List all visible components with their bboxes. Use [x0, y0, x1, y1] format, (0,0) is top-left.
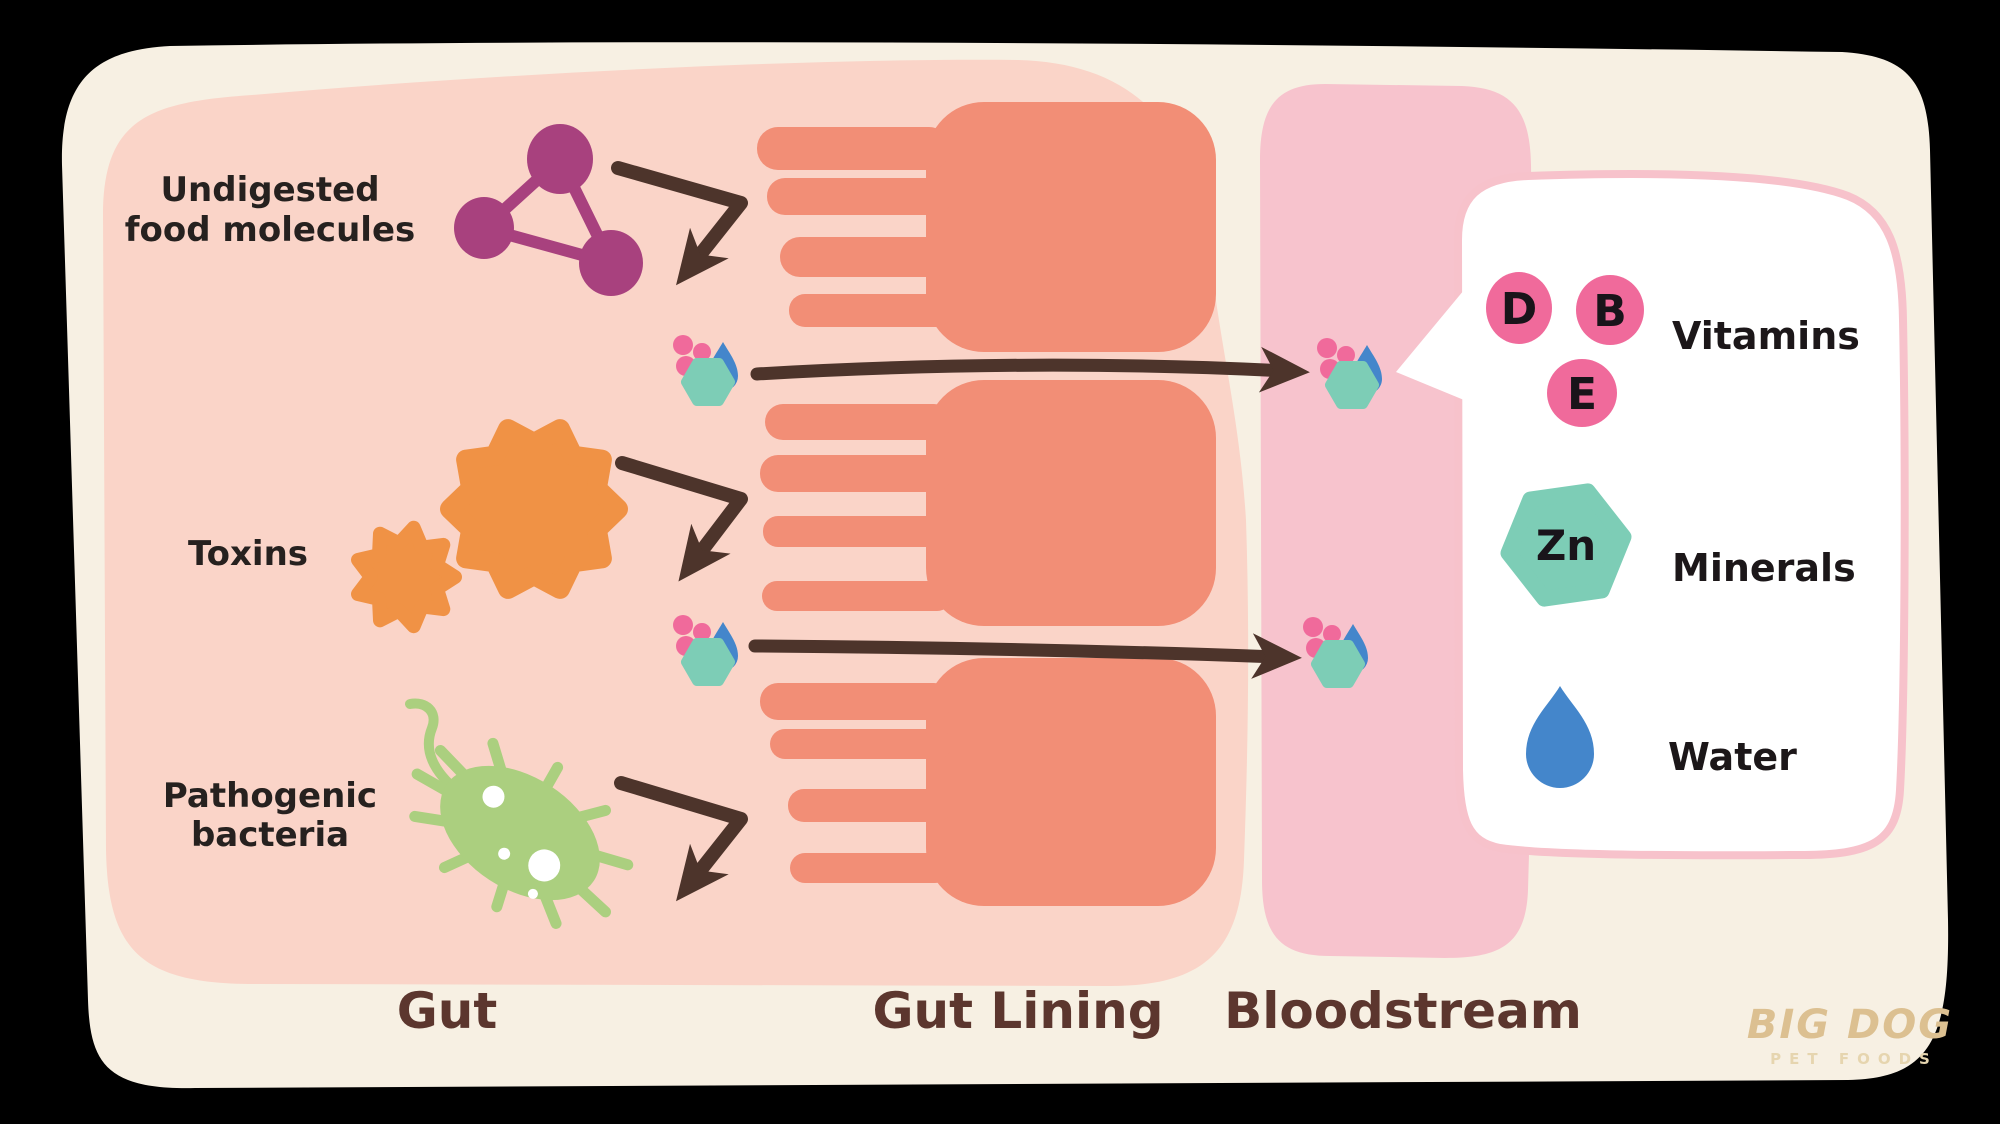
- arrow-absorption-top: [750, 346, 1310, 393]
- undigested-food-molecules-icon: [454, 124, 643, 296]
- villus-finger: [770, 729, 952, 759]
- villi-cell-body: [926, 380, 1216, 626]
- vitamin-b-badge: [1576, 275, 1644, 345]
- section-label-gut-lining: Gut Lining: [872, 982, 1163, 1040]
- vitamin-d-letter: D: [1501, 284, 1538, 335]
- villus-finger: [757, 127, 950, 170]
- toxins-label: Toxins: [188, 534, 308, 574]
- speech-bubble-tail: [1396, 290, 1464, 400]
- vitamins-group: D B E Vitamins: [1486, 272, 1860, 427]
- vitamin-b-letter: B: [1593, 286, 1627, 337]
- brand-logo-name: BIG DOG: [1747, 1002, 1953, 1048]
- toxin-icons: [351, 419, 628, 634]
- brand-logo: BIG DOG PET FOODS: [1747, 1002, 1953, 1068]
- villus-finger: [767, 178, 952, 215]
- water-label: Water: [1668, 735, 1797, 779]
- water-drop-icon: [1526, 686, 1594, 788]
- pathogenic-bacteria-icon: [405, 698, 634, 929]
- brand-logo-tagline: PET FOODS: [1770, 1050, 1938, 1068]
- villi-cell-body: [926, 102, 1216, 352]
- villus-finger: [762, 581, 952, 611]
- toxin-blob-small: [351, 520, 462, 634]
- villi-cluster-3: [760, 658, 1216, 906]
- minerals-group: Zn Minerals: [1500, 483, 1856, 607]
- water-group: Water: [1526, 686, 1797, 788]
- bacteria-spots: [482, 785, 561, 899]
- vitamin-e-letter: E: [1567, 369, 1597, 420]
- mineral-zn-badge: [1500, 483, 1632, 607]
- mineral-zn-letter: Zn: [1536, 521, 1596, 570]
- undigested-label-line1: Undigested: [160, 170, 379, 210]
- arrow-toxins-blocked: [615, 456, 748, 582]
- villus-finger: [780, 237, 952, 277]
- villus-finger: [763, 516, 952, 547]
- villus-finger: [765, 404, 952, 440]
- arrow-absorption-bottom: [748, 633, 1302, 679]
- bacteria-spikes: [409, 737, 634, 929]
- vitamins-label: Vitamins: [1672, 314, 1860, 358]
- toxin-blob-large: [440, 419, 628, 599]
- section-label-bloodstream: Bloodstream: [1224, 982, 1582, 1040]
- speech-bubble: D B E Vitamins Zn Minerals Water: [1396, 170, 1909, 860]
- villi-cell-body: [926, 658, 1216, 906]
- villi-cluster-2: [760, 380, 1216, 626]
- vitamin-d-badge: [1486, 272, 1552, 344]
- villi-cluster-1: [757, 102, 1216, 352]
- speech-bubble-body: [1453, 170, 1909, 860]
- section-label-gut: Gut: [397, 982, 498, 1040]
- villus-finger: [790, 853, 950, 883]
- pathogenic-label-line1: Pathogenic: [163, 776, 377, 816]
- bacteria-flagellum: [405, 698, 467, 800]
- villus-finger: [760, 683, 952, 720]
- villus-finger: [760, 455, 952, 492]
- vitamin-e-badge: [1547, 359, 1617, 427]
- gut-lining-villi: [757, 102, 1216, 906]
- arrow-bacteria-blocked: [614, 776, 748, 902]
- villus-finger: [788, 789, 952, 822]
- arrow-undigested-blocked: [611, 161, 748, 286]
- undigested-label-line2: food molecules: [125, 210, 416, 250]
- minerals-label: Minerals: [1672, 546, 1856, 590]
- villus-finger: [789, 294, 952, 327]
- pathogenic-label-line2: bacteria: [191, 815, 349, 855]
